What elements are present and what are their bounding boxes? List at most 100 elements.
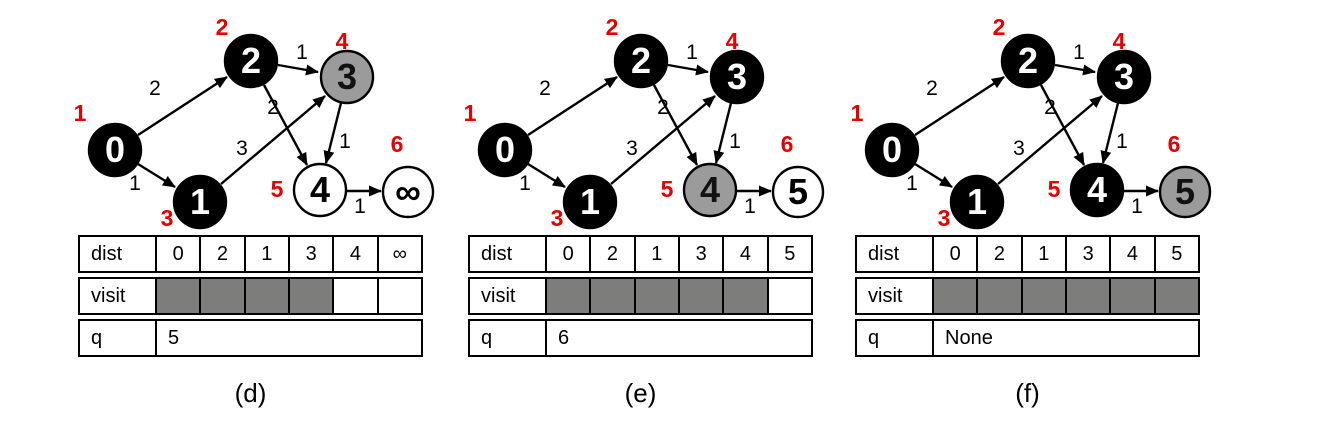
graph-node-4: 4 (1069, 162, 1125, 218)
edge-weight-0-2: 2 (539, 77, 551, 100)
dist-cell: 4 (334, 237, 379, 271)
node-index-label-3: 3 (551, 205, 564, 231)
visit-cell (635, 279, 680, 313)
node-0-circle (87, 122, 143, 178)
dist-row-label: dist (80, 237, 157, 271)
node-index-label-5: 5 (661, 176, 674, 202)
graph-node-3: 3 (319, 49, 375, 105)
edge-weight-3-4: 1 (729, 130, 741, 153)
dist-cell: 2 (978, 237, 1023, 271)
visit-cell (157, 279, 202, 313)
algorithm-step-panel-d: 2 1 1 2 3 1 1 1 3 2 4 5 6 0 1 (60, 0, 460, 432)
graph-node-3: 3 (709, 49, 765, 105)
visit-cell (1022, 279, 1067, 313)
dist-cell: 2 (591, 237, 636, 271)
edge-weight-4-5: 1 (744, 195, 756, 218)
dist-row: dist 0 2 1 3 4 5 (855, 235, 1200, 273)
dist-cell: 0 (934, 237, 979, 271)
node-4-circle (682, 162, 738, 218)
node-3-circle (1096, 49, 1152, 105)
dist-cell: 4 (724, 237, 769, 271)
visit-cell (768, 279, 811, 313)
visit-row-label: visit (80, 279, 157, 313)
state-table: dist 0 2 1 3 4 ∞ visit q 5 (78, 235, 423, 361)
dist-cell: 2 (201, 237, 246, 271)
graph-node-1: 1 (949, 174, 1005, 230)
graph-node-1: 1 (172, 174, 228, 230)
state-table: dist 0 2 1 3 4 5 visit q None (855, 235, 1200, 361)
dist-cell: 5 (784, 242, 796, 265)
node-5-circle (1158, 165, 1212, 219)
graph-node-4: 4 (292, 162, 348, 218)
queue-row: q 6 (468, 319, 813, 357)
edge-2-4 (262, 84, 309, 166)
visit-cell (1155, 279, 1198, 313)
node-4-circle (1069, 162, 1125, 218)
node-4-label: 4 (700, 169, 720, 210)
edge-2-3 (277, 63, 319, 76)
visit-cell (679, 279, 725, 313)
visit-row: visit (78, 277, 423, 315)
visit-cell (934, 279, 979, 313)
edge-weight-2-4: 2 (657, 96, 669, 119)
edge-weight-3-4: 1 (1116, 130, 1128, 153)
edge-2-4 (652, 84, 699, 166)
node-index-label-6: 6 (781, 131, 794, 157)
dist-cell: 1 (636, 237, 680, 271)
graph-node-5: ∞ (381, 165, 435, 219)
node-index-label-6: 6 (391, 131, 404, 157)
graph-node-0: 0 (87, 122, 143, 178)
node-1-label: 1 (967, 181, 987, 222)
edge-0-2 (137, 75, 228, 137)
queue-value: 5 (168, 326, 180, 349)
visit-row: visit (468, 277, 813, 315)
dist-cell: 3 (1067, 237, 1112, 271)
dist-cell: 3 (680, 237, 725, 271)
dist-cell: 1 (1023, 237, 1067, 271)
edge-weight-4-5: 1 (1131, 195, 1143, 218)
edge-0-1 (137, 162, 176, 189)
edge-weight-2-3: 1 (686, 41, 698, 64)
node-index-label-6: 6 (1168, 131, 1181, 157)
graph-node-4: 4 (682, 162, 738, 218)
edge-0-1 (914, 162, 953, 189)
node-1-circle (949, 174, 1005, 230)
node-3-label: 3 (727, 56, 747, 97)
visit-cell (547, 279, 592, 313)
edge-weight-1-3: 3 (626, 137, 638, 160)
node-3-label: 3 (337, 56, 357, 97)
node-index-label-5: 5 (1048, 176, 1061, 202)
node-4-circle (292, 162, 348, 218)
panel-caption: (f) (1015, 378, 1040, 408)
visit-cell (978, 279, 1023, 313)
edge-weight-0-1: 1 (519, 172, 531, 195)
node-0-circle (864, 122, 920, 178)
visit-row-label: visit (470, 279, 547, 313)
node-2-label: 2 (631, 40, 651, 81)
node-3-circle (709, 49, 765, 105)
graph-node-1: 1 (562, 174, 618, 230)
edge-1-3 (220, 95, 326, 185)
dist-cell: 4 (1111, 237, 1156, 271)
node-0-circle (477, 122, 533, 178)
dist-row-label: dist (857, 237, 934, 271)
node-index-label-1: 1 (851, 100, 864, 126)
edge-0-2 (527, 75, 618, 137)
dist-cell: 0 (157, 237, 202, 271)
queue-row-label: q (80, 321, 157, 355)
graph-node-2: 2 (223, 33, 279, 89)
node-index-label-4: 4 (1113, 28, 1126, 54)
dist-row: dist 0 2 1 3 4 5 (468, 235, 813, 273)
dist-cell: 0 (547, 237, 592, 271)
node-1-circle (172, 174, 228, 230)
node-0-label: 0 (882, 129, 902, 170)
graph-node-0: 0 (477, 122, 533, 178)
node-4-label: 4 (310, 169, 330, 210)
visit-row: visit (855, 277, 1200, 315)
node-index-label-2: 2 (606, 14, 619, 40)
node-1-label: 1 (580, 181, 600, 222)
edge-3-4 (323, 102, 343, 164)
node-index-label-3: 3 (938, 205, 951, 231)
algorithm-step-panel-e: 2 1 1 2 3 1 1 1 3 2 4 5 6 0 1 (450, 0, 850, 432)
